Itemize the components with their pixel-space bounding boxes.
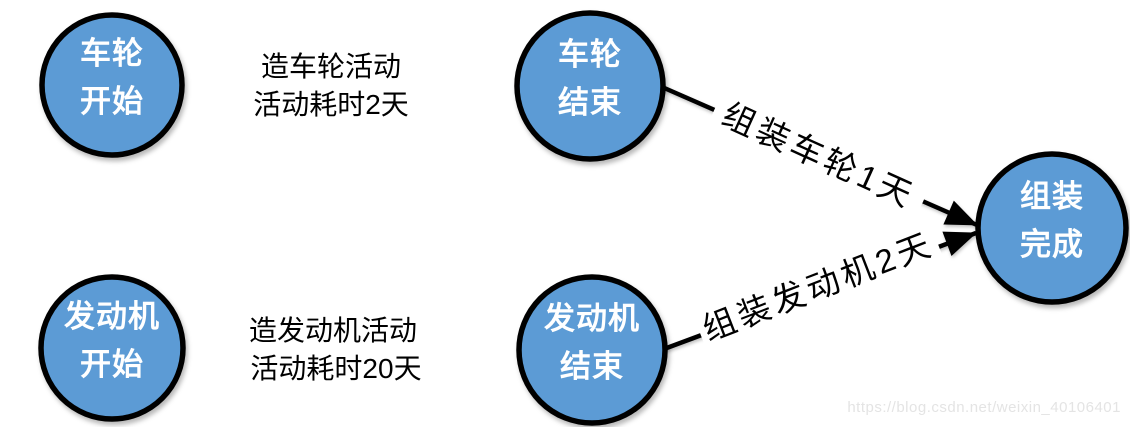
node-wheel-end: 车轮 结束: [514, 10, 666, 162]
node-engine-start: 发动机 开始: [38, 274, 186, 422]
node-engine-start-line2: 开始: [80, 347, 144, 382]
node-wheel-start-line2: 开始: [80, 84, 144, 119]
node-engine-end-line2: 结束: [560, 349, 624, 384]
node-wheel-start-line1: 车轮: [80, 36, 144, 71]
node-assembly-complete-line1: 组装: [1020, 179, 1084, 214]
node-wheel-end-line1: 车轮: [558, 37, 622, 72]
node-engine-end-line1: 发动机: [543, 301, 640, 336]
node-engine-end: 发动机 结束: [516, 274, 668, 426]
nodes: 车轮 开始 车轮 结束 发动机 开始 发动机 结束 组装 完成: [38, 10, 1129, 426]
node-assembly-complete-circle: [975, 151, 1129, 305]
edge-label-assemble-engine-bg: [691, 218, 945, 354]
edge-label-make-engine-line1: 造发动机活动: [249, 315, 417, 346]
node-engine-start-line1: 发动机: [63, 299, 160, 334]
edge-label-make-wheel-line2: 活动耗时2天: [253, 89, 409, 120]
node-wheel-end-line2: 结束: [558, 85, 622, 120]
edge-label-make-wheel: 造车轮活动 活动耗时2天: [246, 46, 416, 121]
edge-label-make-engine-bg: [238, 309, 434, 385]
node-engine-end-circle: [516, 274, 668, 426]
edge-label-make-engine: 造发动机活动 活动耗时20天: [238, 309, 434, 385]
edge-label-make-engine-line2: 活动耗时20天: [250, 353, 421, 384]
node-engine-start-circle: [38, 274, 186, 422]
edge-label-assemble-wheel: 组装车轮1天: [705, 87, 933, 223]
edge-label-make-wheel-bg: [246, 46, 416, 121]
edge-label-assemble-wheel-text: 组装车轮1天: [717, 96, 921, 215]
node-assembly-complete-line2: 完成: [1020, 227, 1084, 262]
node-assembly-complete: 组装 完成: [975, 151, 1129, 305]
edge-label-make-wheel-line1: 造车轮活动: [261, 51, 401, 82]
node-wheel-start-circle: [39, 12, 185, 158]
watermark-url: https://blog.csdn.net/weixin_40106401: [847, 399, 1121, 416]
node-wheel-start: 车轮 开始: [39, 12, 185, 158]
edge-label-assemble-wheel-bg: [705, 87, 933, 223]
edge-label-assemble-engine: 组装发动机2天: [691, 218, 945, 354]
edge-label-assemble-engine-text: 组装发动机2天: [698, 225, 939, 348]
node-wheel-end-circle: [514, 10, 666, 162]
